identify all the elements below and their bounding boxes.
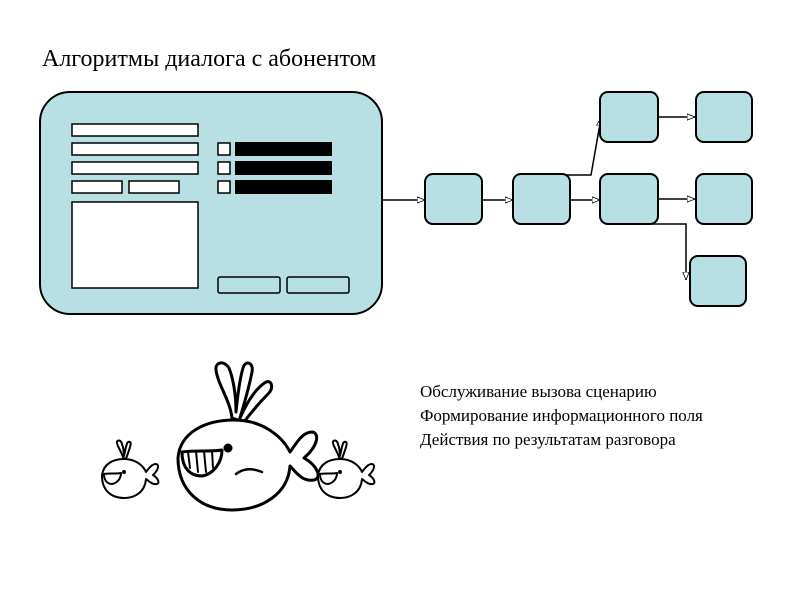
whale-icon (176, 361, 320, 512)
flow-nodes (424, 91, 753, 307)
form-field-short (71, 180, 123, 194)
form-bar (235, 180, 332, 194)
form-bar (235, 161, 332, 175)
feature-item: Действия по результатам разговора (420, 430, 676, 449)
flow-node (695, 91, 753, 143)
flow-node (695, 173, 753, 225)
page-title: Алгоритмы диалога с абонентом (42, 46, 377, 72)
form-field-short (128, 180, 180, 194)
form-field (71, 123, 199, 137)
form-bar (235, 142, 332, 156)
flow-node (599, 173, 659, 225)
small-whale-icon (101, 439, 160, 499)
flow-node (599, 91, 659, 143)
flow-node (512, 173, 571, 225)
form-button (217, 276, 281, 294)
form-checkbox (217, 161, 231, 175)
form-checkbox (217, 180, 231, 194)
form-checkbox (217, 142, 231, 156)
feature-item: Обслуживание вызова сценарию (420, 382, 657, 401)
form-field (71, 142, 199, 156)
feature-list: Обслуживание вызова сценарию Формировани… (420, 380, 703, 452)
flow-node (689, 255, 747, 307)
small-whale-icon (317, 439, 376, 499)
form-text-area (71, 201, 199, 289)
form-button (286, 276, 350, 294)
flow-node (424, 173, 483, 225)
form-window (39, 91, 383, 315)
form-field (71, 161, 199, 175)
feature-item: Формирование информационного поля (420, 406, 703, 425)
